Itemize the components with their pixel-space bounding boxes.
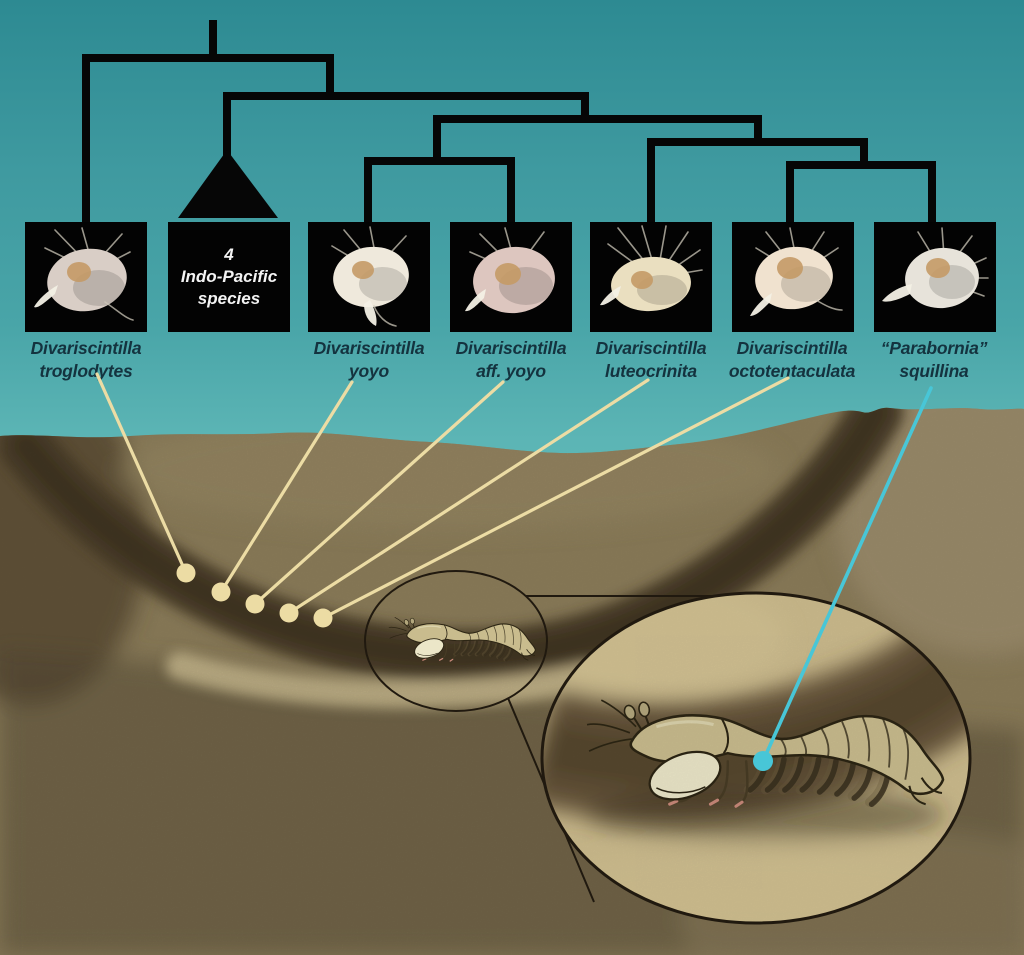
photo-box-luteocrinita: [590, 222, 712, 332]
photo-box-yoyo: [308, 222, 430, 332]
label-aff-yoyo: Divariscintilla aff. yoyo: [455, 338, 567, 381]
phylogenetic-tree: [82, 20, 936, 222]
label-yoyo: Divariscintilla yoyo: [313, 338, 425, 381]
label-luteocrinita: Divariscintilla luteocrinita: [595, 338, 707, 381]
label-troglodytes: Divariscintilla troglodytes: [30, 338, 142, 381]
photo-box-octotentaculata: [732, 222, 854, 332]
clam-photo: [331, 226, 409, 327]
tree-branch-2: [223, 92, 589, 165]
tree-branch-squillina-clade: [786, 161, 936, 222]
clam-photo: [34, 227, 134, 321]
tree-branch-1: [82, 54, 334, 222]
label-octotentaculata: Divariscintilla octotentaculata: [728, 338, 856, 381]
clade-region: Indo-Pacific: [180, 267, 278, 286]
clade-word: species: [197, 289, 261, 308]
clam-photo: [750, 227, 843, 316]
photo-box-aff-yoyo: [450, 222, 572, 332]
tree-branch-3: [433, 115, 762, 163]
burrow-scene: [0, 407, 1024, 955]
collapsed-clade-triangle: [178, 150, 278, 218]
tree-branch-yoyo-clade: [364, 157, 515, 222]
label-squillina: “Parabornia” squillina: [880, 338, 988, 381]
clam-photo: [882, 227, 989, 309]
clam-photo: [600, 225, 703, 312]
photo-box-troglodytes: [25, 222, 147, 332]
tree-branch-luteocrinita-clade: [647, 138, 868, 222]
photo-box-squillina: [874, 222, 996, 332]
clam-photo: [465, 227, 555, 314]
clade-count: 4: [224, 245, 234, 264]
collapsed-clade-box: 4 Indo-Pacific species: [168, 222, 290, 332]
